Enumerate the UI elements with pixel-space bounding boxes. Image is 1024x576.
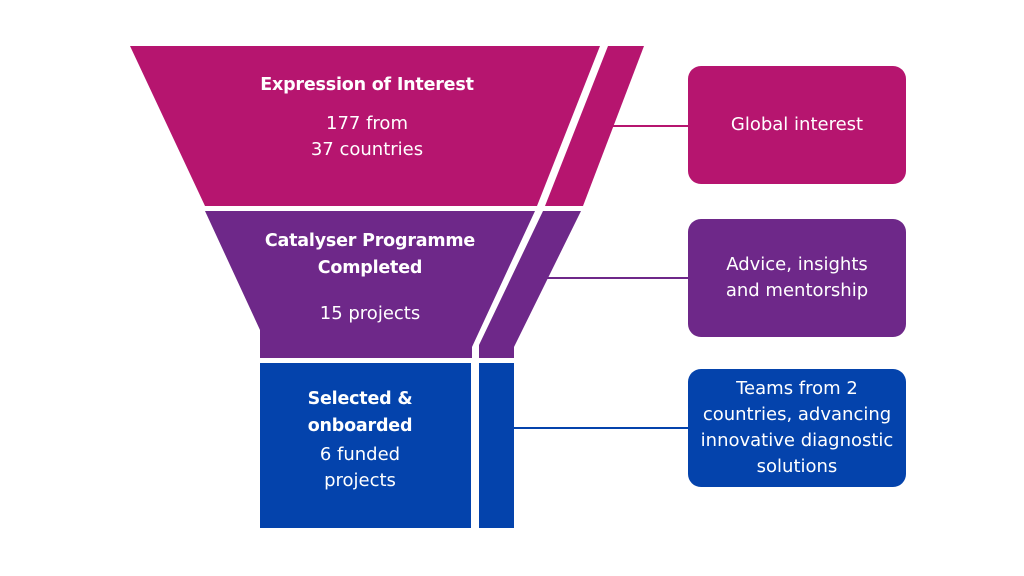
stage-1-text: Expression of Interest 177 from 37 count…	[200, 72, 534, 163]
stage-1-subtitle-line: 37 countries	[310, 139, 424, 160]
callout-3-line: solutions	[756, 456, 838, 477]
callout-3-line: countries, advancing	[702, 404, 892, 425]
stage-3-title: Selected & onboarded	[260, 386, 460, 440]
stage-2-title: Catalyser Programme Completed	[220, 228, 520, 282]
stage-3-subtitle-line: 6 funded	[319, 444, 401, 465]
callout-3-text: Teams from 2 countries, advancing innova…	[701, 376, 894, 480]
stage-3-subtitle: 6 funded projects	[260, 442, 460, 494]
funnel-stage-3-strip	[479, 363, 514, 528]
callout-teams: Teams from 2 countries, advancing innova…	[688, 369, 906, 487]
stage-3-text: Selected & onboarded 6 funded projects	[260, 386, 460, 494]
stage-3-subtitle-line: projects	[324, 470, 396, 491]
callout-2-line: Advice, insights	[726, 254, 868, 275]
funnel-stage-3-body	[260, 363, 471, 528]
funnel-stage-1-body	[130, 46, 600, 206]
stage-1-title: Expression of Interest	[260, 75, 474, 95]
stage-3-title-line: Selected &	[307, 389, 413, 409]
funnel-stage-2-strip	[479, 211, 581, 358]
callout-advice-insights: Advice, insights and mentorship	[688, 219, 906, 337]
stage-2-subtitle: 15 projects	[319, 303, 421, 324]
stage-2-title-line: Catalyser Programme	[264, 231, 476, 251]
stage-2-text: Catalyser Programme Completed 15 project…	[220, 228, 520, 327]
callout-2-text: Advice, insights and mentorship	[726, 252, 868, 304]
callout-3-line: innovative diagnostic	[700, 430, 894, 451]
callout-1-text: Global interest	[730, 114, 864, 135]
stage-2-title-line: Completed	[317, 258, 423, 278]
callout-2-line: and mentorship	[725, 280, 869, 301]
callout-global-interest: Global interest	[688, 66, 906, 184]
funnel-stage-2-body	[205, 211, 535, 358]
stage-1-subtitle: 177 from 37 countries	[200, 111, 534, 163]
callout-3-line: Teams from 2	[736, 378, 858, 399]
funnel-stage-1-strip	[545, 46, 644, 206]
stage-1-subtitle-line: 177 from	[326, 113, 408, 134]
stage-3-title-line: onboarded	[307, 416, 413, 436]
